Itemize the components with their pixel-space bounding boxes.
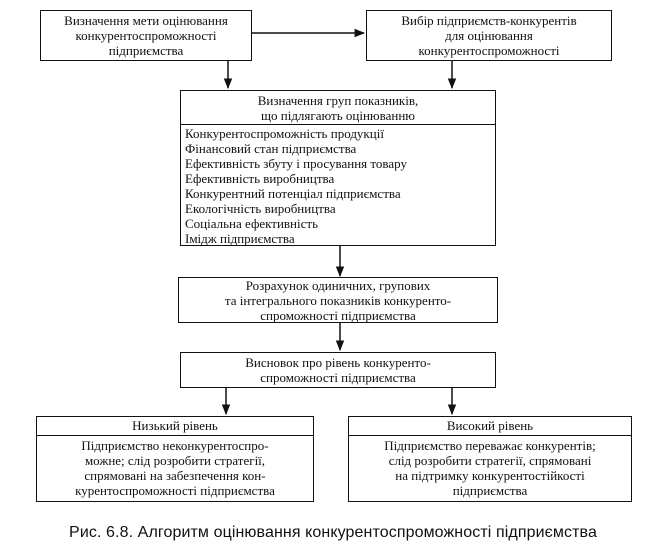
high-level-text-line-3: на підтримку конкурентостійкості bbox=[395, 468, 585, 483]
high-level-text-line-4: підприємства bbox=[452, 483, 528, 498]
low-level-title: Низький рівень bbox=[37, 417, 313, 434]
low-level-text-line-2: можне; слід розробити стратегії, bbox=[84, 453, 266, 468]
indicator-group-item: Конкурентний потенціал підприємства bbox=[185, 186, 401, 201]
competitors-box: Вибір підприємств-конкурентів для оцінюв… bbox=[366, 10, 612, 61]
high-level-box: Високий рівень Підприємство переважає ко… bbox=[348, 416, 632, 502]
low-level-title-text: Низький рівень bbox=[132, 418, 218, 433]
high-level-divider bbox=[349, 435, 631, 436]
low-level-text: Підприємство неконкурентоспро- можне; сл… bbox=[37, 437, 313, 499]
high-level-text: Підприємство переважає конкурентів; слід… bbox=[349, 437, 631, 499]
goal-box: Визначення мети оцінювання конкурентоспр… bbox=[40, 10, 252, 61]
indicator-groups-title-line-1: Визначення груп показників, bbox=[257, 93, 419, 108]
low-level-divider bbox=[37, 435, 313, 436]
indicator-group-item: Фінансовий стан підприємства bbox=[185, 141, 357, 156]
competitors-box-line-2: для оцінювання bbox=[445, 28, 533, 43]
goal-box-line-2: конкурентоспроможності bbox=[75, 28, 217, 43]
indicator-group-item: Ефективність збуту і просування товару bbox=[185, 156, 407, 171]
indicator-groups-divider bbox=[181, 124, 495, 125]
indicator-groups-title: Визначення груп показників, що підлягают… bbox=[181, 91, 495, 124]
conclusion-box: Висновок про рівень конкуренто- спроможн… bbox=[180, 352, 496, 388]
indicator-group-item: Конкурентоспроможність продукції bbox=[185, 126, 384, 141]
conclusion-box-line-2: спроможності підприємства bbox=[260, 370, 416, 385]
competitors-box-line-1: Вибір підприємств-конкурентів bbox=[401, 13, 577, 28]
indicator-group-item: Соціальна ефективність bbox=[185, 216, 319, 231]
competitors-box-line-3: конкурентоспроможності bbox=[418, 43, 560, 58]
indicator-group-item: Імідж підприємства bbox=[185, 231, 295, 246]
high-level-title-text: Високий рівень bbox=[446, 418, 534, 433]
indicator-group-item: Екологічність виробництва bbox=[185, 201, 336, 216]
indicator-groups-title-line-2: що підлягають оцінюванню bbox=[260, 108, 415, 123]
indicator-groups-box: Визначення груп показників, що підлягают… bbox=[180, 90, 496, 246]
calculation-box: Розрахунок одиничних, групових та інтегр… bbox=[178, 277, 498, 323]
indicator-groups-list: Конкурентоспроможність продукції Фінансо… bbox=[181, 126, 495, 246]
conclusion-box-line-1: Висновок про рівень конкуренто- bbox=[245, 355, 431, 370]
figure-caption: Рис. 6.8. Алгоритм оцінювання конкуренто… bbox=[69, 524, 597, 541]
calculation-box-line-2: та інтегрального показників конкуренто- bbox=[224, 292, 452, 308]
goal-box-line-3: підприємства bbox=[108, 43, 184, 58]
high-level-title: Високий рівень bbox=[349, 417, 631, 434]
goal-box-line-1: Визначення мети оцінювання bbox=[64, 13, 228, 28]
high-level-text-line-1: Підприємство переважає конкурентів; bbox=[384, 438, 596, 453]
low-level-text-line-4: курентоспроможності підприємства bbox=[75, 483, 275, 498]
high-level-text-line-2: слід розробити стратегії, спрямовані bbox=[388, 453, 592, 468]
calculation-box-line-3: спроможності підприємства bbox=[260, 307, 416, 323]
calculation-box-line-1: Розрахунок одиничних, групових bbox=[245, 277, 431, 293]
low-level-text-line-1: Підприємство неконкурентоспро- bbox=[81, 438, 269, 453]
low-level-box: Низький рівень Підприємство неконкуренто… bbox=[36, 416, 314, 502]
indicator-group-item: Ефективність виробництва bbox=[185, 171, 335, 186]
low-level-text-line-3: спрямовані на забезпечення кон- bbox=[84, 468, 266, 483]
